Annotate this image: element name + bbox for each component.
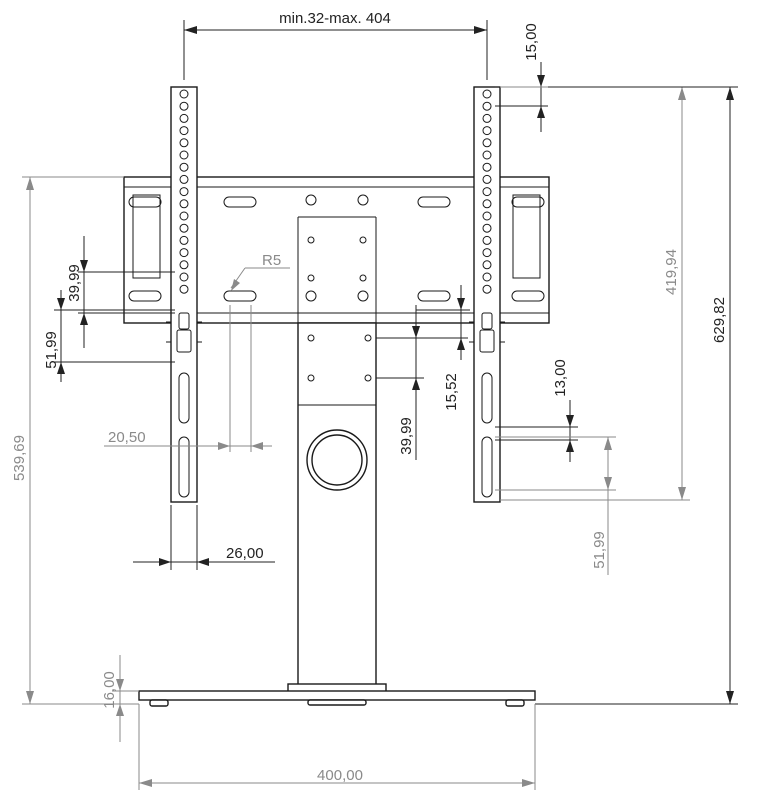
right-arm-holes — [482, 89, 492, 294]
label-mount-height: 539,69 — [11, 435, 28, 481]
dimension-arm-slot-pitch: 51,99 — [495, 436, 616, 575]
dimension-slot-gap-left: 39,99 — [66, 236, 175, 348]
stand-base — [138, 683, 536, 707]
dimension-arm-slot-step: 13,00 — [495, 359, 578, 462]
label-arm-slot-step: 13,00 — [552, 359, 569, 397]
arm-hole — [482, 272, 492, 282]
label-top-offset: 15,00 — [523, 23, 540, 61]
arm-hole — [482, 150, 492, 160]
arm-hole — [179, 174, 189, 184]
dimension-arm-height: 419,94 — [500, 86, 690, 501]
arm-hole — [179, 113, 189, 123]
plate-slot — [223, 196, 257, 208]
arm-hole — [179, 89, 189, 99]
label-slot-offset: 20,50 — [108, 429, 146, 446]
dimension-total-height: 629,82 — [535, 86, 738, 705]
arm-hole — [179, 162, 189, 172]
arm-hole — [179, 235, 189, 245]
label-base-thickness: 16,00 — [101, 671, 118, 709]
dimension-center-hole-step: 15,52 — [376, 285, 470, 411]
label-center-hole-pitch: 39,99 — [398, 417, 415, 455]
dimension-vesa-width: min.32-max. 404 — [183, 10, 488, 80]
arm-hole — [482, 174, 492, 184]
label-arm-slot-pitch: 51,99 — [591, 531, 608, 569]
arm-hole — [482, 248, 492, 258]
arm-hole — [482, 162, 492, 172]
left-arm-holes — [179, 89, 189, 294]
arm-hole — [482, 284, 492, 294]
label-slot-gap-left: 39,99 — [66, 264, 83, 302]
dimension-slot-offset: 20,50 — [104, 305, 272, 452]
arm-hole — [482, 223, 492, 233]
plate-slots-top — [128, 196, 545, 208]
arm-hole — [179, 199, 189, 209]
plate-slot — [511, 290, 545, 302]
label-arm-width: 26,00 — [226, 545, 264, 562]
arm-hole — [482, 199, 492, 209]
plate-slot — [417, 290, 451, 302]
arm-hole — [179, 272, 189, 282]
dimension-center-hole-pitch: 39,99 — [376, 305, 424, 460]
dimension-base-width: 400,00 — [138, 704, 536, 790]
dimension-slot-pitch-left: 51,99 — [43, 290, 175, 382]
arm-hole — [482, 260, 492, 270]
dimension-slot-radius: R5 — [230, 252, 290, 291]
stand-column — [297, 322, 377, 686]
dimension-base-thickness: 16,00 — [101, 655, 139, 742]
label-total-height: 629,82 — [711, 297, 728, 343]
arm-hole — [482, 126, 492, 136]
right-mounting-arm — [469, 86, 505, 503]
plate-slot — [128, 196, 162, 208]
arm-hole — [179, 260, 189, 270]
dimension-top-offset: 15,00 — [495, 23, 548, 132]
plate-slot — [511, 196, 545, 208]
arm-hole — [179, 101, 189, 111]
plate-slot — [417, 196, 451, 208]
label-slot-radius: R5 — [262, 252, 281, 269]
left-mounting-arm — [166, 86, 202, 503]
plate-slot — [223, 290, 257, 302]
arm-hole — [482, 101, 492, 111]
dimension-mount-height: 539,69 — [11, 176, 139, 705]
arm-hole — [179, 211, 189, 221]
dimension-arm-width: 26,00 — [133, 505, 275, 570]
arm-hole — [482, 235, 492, 245]
arm-hole — [179, 150, 189, 160]
label-base-width: 400,00 — [317, 767, 363, 784]
arm-hole — [179, 187, 189, 197]
arm-hole — [482, 211, 492, 221]
plate-slot — [128, 290, 162, 302]
arm-hole — [179, 126, 189, 136]
arm-hole — [179, 138, 189, 148]
arm-hole — [482, 138, 492, 148]
arm-hole — [179, 248, 189, 258]
arm-hole — [482, 89, 492, 99]
plate-center-holes — [305, 194, 369, 302]
label-center-hole-step: 15,52 — [443, 373, 460, 411]
plate-slots-bottom — [128, 290, 545, 302]
arm-hole — [179, 284, 189, 294]
arm-hole — [482, 113, 492, 123]
label-slot-pitch-left: 51,99 — [43, 331, 60, 369]
label-arm-height: 419,94 — [663, 249, 680, 295]
arm-hole — [482, 187, 492, 197]
arm-hole — [179, 223, 189, 233]
label-vesa-width: min.32-max. 404 — [279, 10, 391, 27]
